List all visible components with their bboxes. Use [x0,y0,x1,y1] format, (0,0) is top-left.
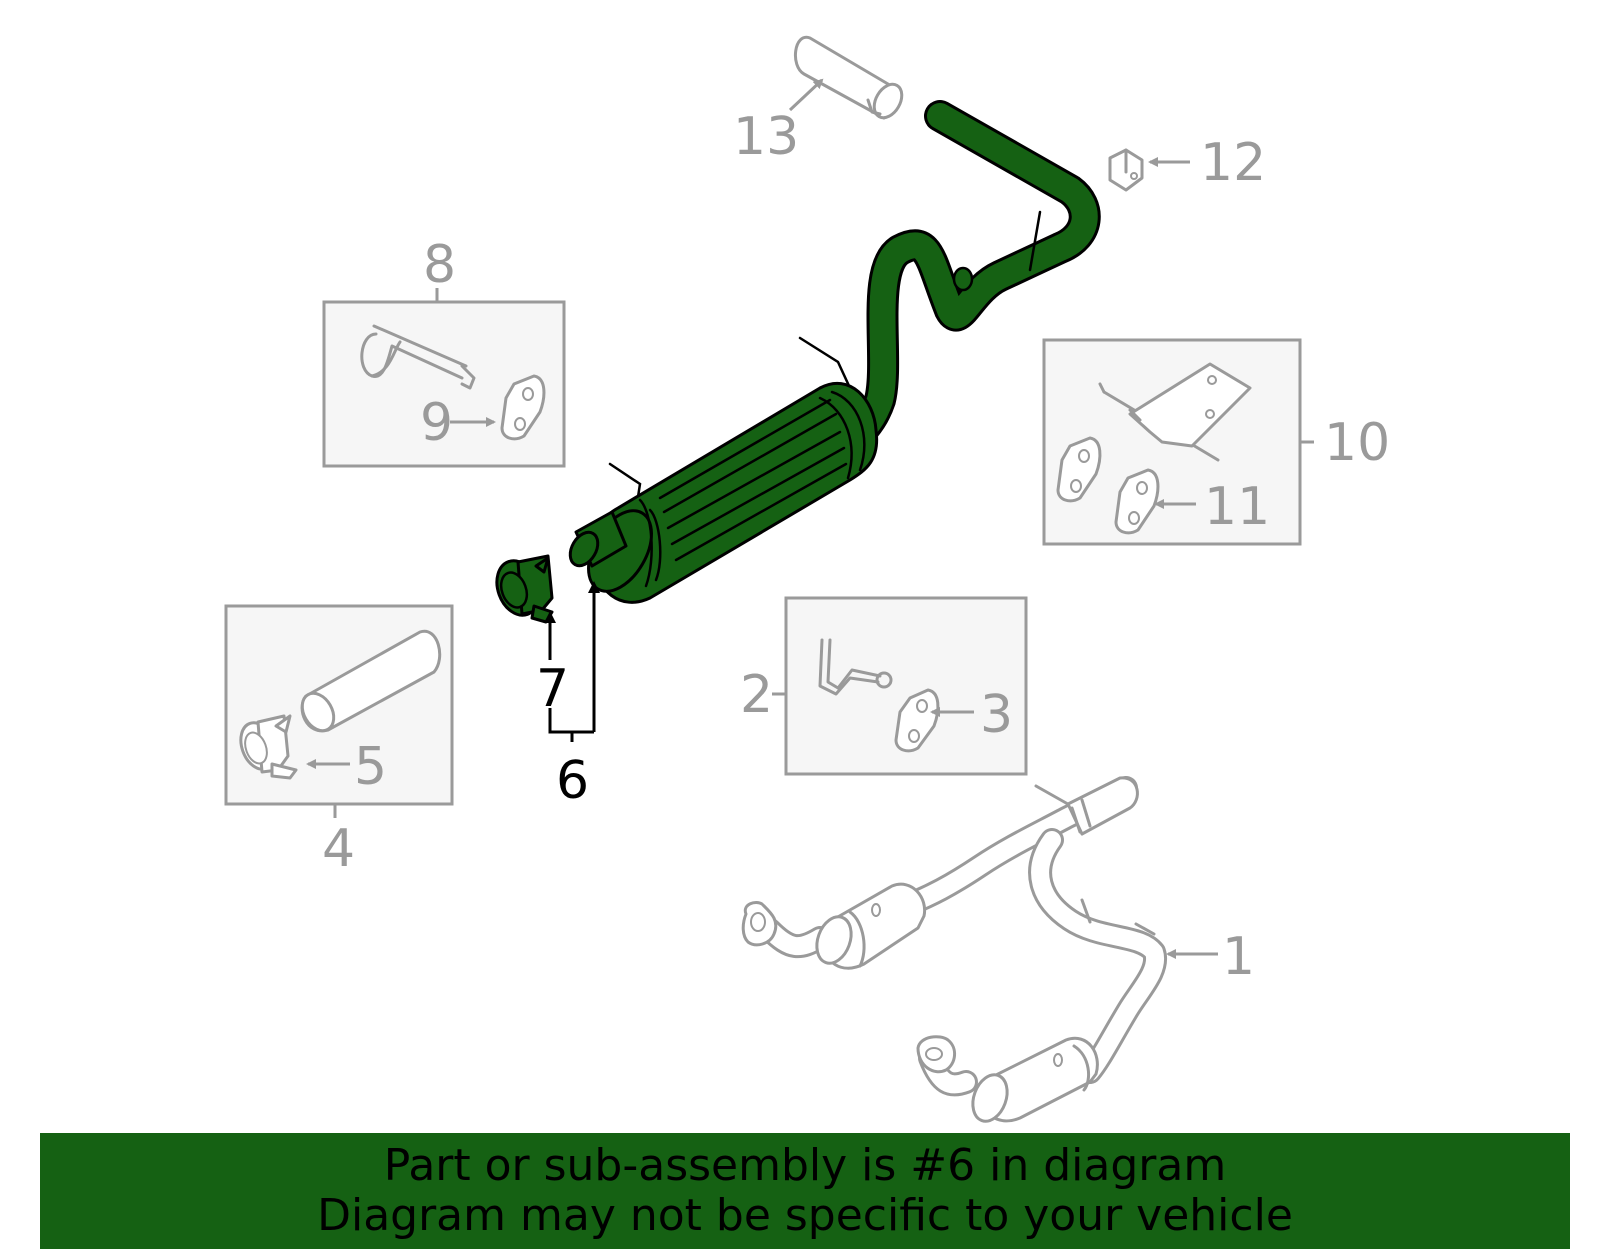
callout-8: 8 [423,235,456,295]
part-1-converter-y-pipe[interactable] [741,776,1168,1126]
callout-13: 13 [733,107,799,167]
part-8-hanger[interactable] [360,324,476,390]
part-10-bracket[interactable] [1098,362,1252,462]
part-4-tailpipe[interactable] [296,629,442,736]
part-13-tailpipe-extension[interactable] [793,35,907,122]
part-5-clamp[interactable] [235,714,298,780]
callout-1: 1 [1222,927,1255,987]
part-11-insulator[interactable] [1114,468,1160,535]
banner-line-2: Diagram may not be specific to your vehi… [317,1190,1293,1241]
part-12-bracket[interactable] [1108,148,1144,192]
callout-4: 4 [322,819,355,879]
part-3-insulator[interactable] [894,688,940,753]
part-2-hanger[interactable] [818,638,893,696]
part-6-muffler-and-tailpipe[interactable] [565,100,1101,604]
callout-2: 2 [740,665,773,725]
callout-11: 11 [1204,477,1270,537]
callout-7: 7 [536,659,569,719]
part-10-insulator[interactable] [1056,436,1102,503]
callout-5: 5 [354,737,387,797]
part-7-clamp[interactable] [490,554,554,624]
callout-6: 6 [556,751,589,811]
callout-10: 10 [1324,413,1390,473]
callout-3: 3 [980,685,1013,745]
callout-12: 12 [1200,133,1266,193]
banner-line-1: Part or sub-assembly is #6 in diagram [383,1140,1227,1191]
info-banner: Part or sub-assembly is #6 in diagram Di… [40,1133,1570,1249]
callout-9: 9 [420,393,453,453]
part-9-insulator[interactable] [500,374,546,441]
